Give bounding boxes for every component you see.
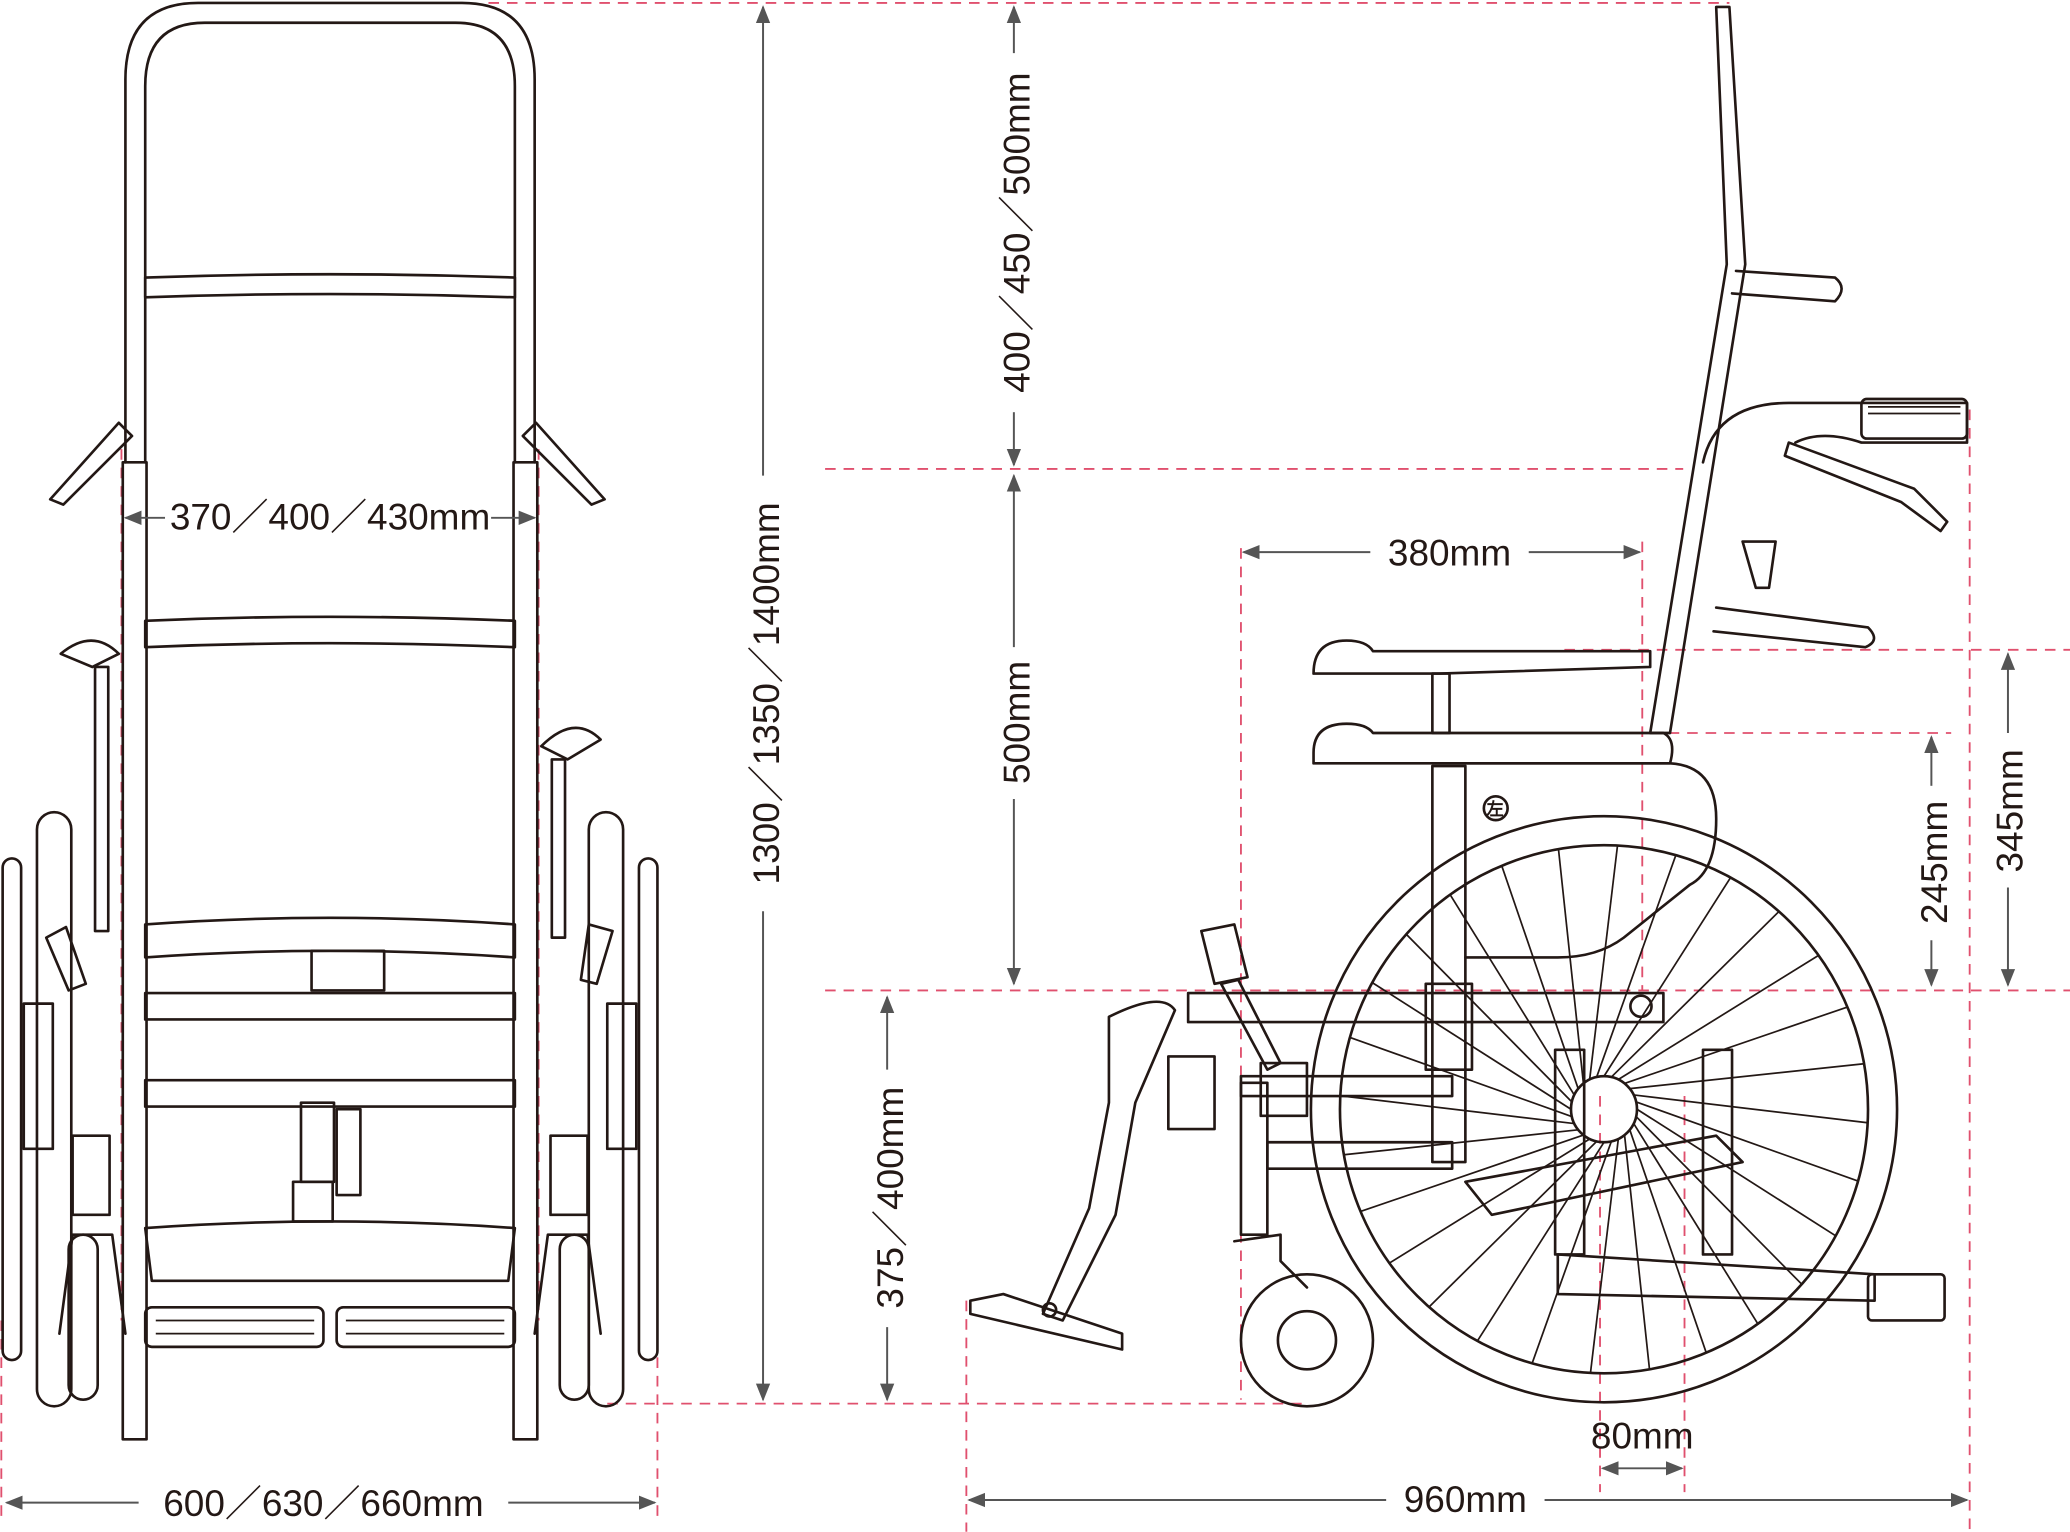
spoke (1635, 1115, 1803, 1285)
armrest-low-label: 245mm (1914, 801, 1955, 924)
spoke (1340, 1094, 1575, 1125)
spoke (1636, 1108, 1837, 1237)
wheel-spokes (1340, 845, 1868, 1374)
spoke (1632, 1123, 1759, 1325)
spoke (1449, 894, 1575, 1096)
seat-width-label: 370／400／430mm (170, 497, 490, 538)
spoke (1531, 1141, 1613, 1364)
spoke (1629, 1062, 1865, 1090)
spoke (1349, 1036, 1573, 1118)
spoke (1428, 1140, 1598, 1308)
spoke (1589, 1138, 1620, 1374)
spoke (1610, 910, 1780, 1078)
spoke (1595, 854, 1677, 1078)
spoke (1635, 1101, 1859, 1182)
side-mark-label: 左 (1485, 799, 1503, 820)
overall-height-label: 1300／1350／1400mm (746, 502, 787, 884)
spoke (1405, 933, 1573, 1103)
spoke (1588, 845, 1619, 1080)
spoke (1371, 981, 1572, 1110)
overall-length-label: 960mm (1404, 1479, 1527, 1520)
overall-width-label: 600／630／660mm (163, 1483, 483, 1524)
front-view (1, 1, 659, 1441)
spoke (1617, 954, 1820, 1081)
armrest-high-label: 345mm (1989, 749, 2030, 872)
axle-adjust-label: 80mm (1591, 1416, 1694, 1457)
seat-height-label: 375／400mm (870, 1087, 911, 1309)
spoke (1624, 1006, 1848, 1085)
spoke (1628, 1129, 1708, 1353)
side-view: 左 (968, 5, 1969, 1408)
spoke (1360, 1134, 1584, 1213)
spoke (1603, 877, 1732, 1077)
seat-to-back-label: 500mm (997, 661, 1038, 784)
seat-depth-label: 380mm (1388, 532, 1511, 573)
spoke (1343, 1128, 1579, 1156)
spoke (1557, 849, 1585, 1084)
spoke (1500, 865, 1579, 1089)
spoke (1633, 1094, 1868, 1124)
backrest-height-label: 400／450／500mm (997, 72, 1038, 392)
spoke (1623, 1134, 1651, 1370)
dimension-lines (4, 5, 2016, 1510)
